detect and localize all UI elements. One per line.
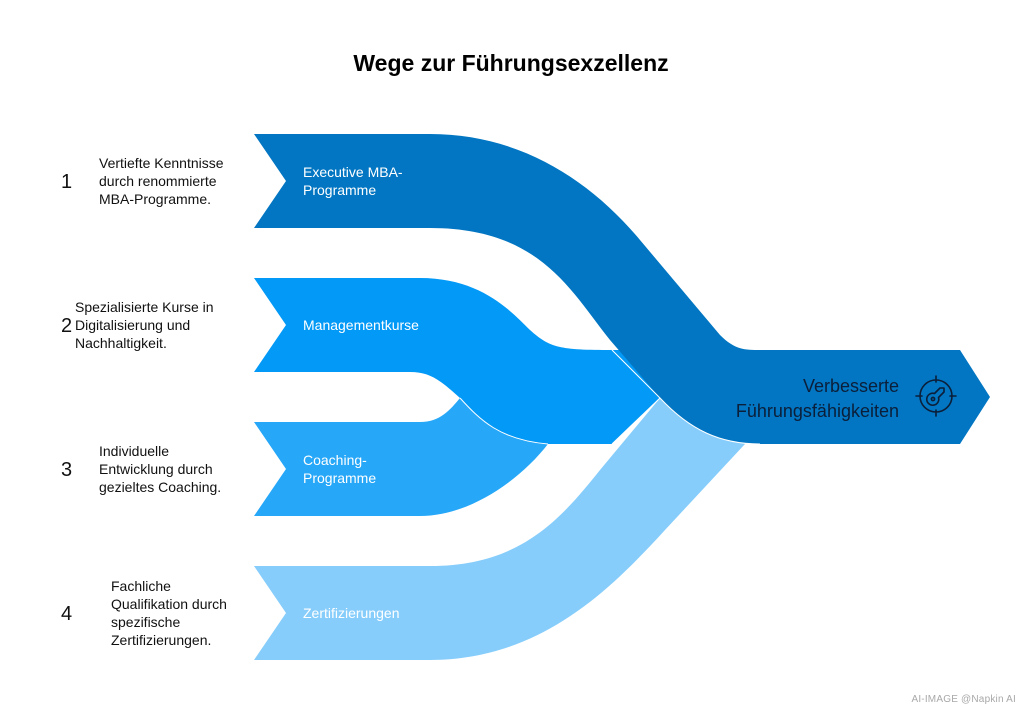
band-label-line: Coaching- xyxy=(303,452,367,468)
band-label-line: Programme xyxy=(303,470,377,486)
description-line: Spezialisierte Kurse in xyxy=(75,299,214,315)
description-line: Individuelle xyxy=(99,443,170,459)
description-line: durch renommierte xyxy=(99,173,217,189)
band-label-line: Zertifizierungen xyxy=(303,605,400,621)
band-label-management: Managementkurse xyxy=(303,316,419,334)
step-description-4: Fachliche Qualifikation durch spezifisch… xyxy=(111,577,227,649)
target-key-icon xyxy=(915,375,957,417)
description-line: Qualifikation durch xyxy=(111,596,227,612)
watermark: AI-IMAGE @Napkin AI xyxy=(911,694,1016,705)
band-label-zertifizierungen: Zertifizierungen xyxy=(303,604,400,622)
description-line: Fachliche xyxy=(111,578,171,594)
step-number-2: 2 xyxy=(61,315,73,337)
description-line: Entwicklung durch xyxy=(99,461,213,477)
step-description-2: Spezialisierte Kurse in Digitalisierung … xyxy=(75,298,214,352)
band-label-executive-mba: Executive MBA- Programme xyxy=(303,163,403,199)
description-line: MBA-Programme. xyxy=(99,191,212,207)
description-line: Vertiefte Kenntnisse xyxy=(99,155,224,171)
step-number-1: 1 xyxy=(61,171,73,193)
band-label-line: Managementkurse xyxy=(303,317,419,333)
outcome-line: Verbesserte xyxy=(802,376,899,396)
description-line: Nachhaltigkeit. xyxy=(75,335,167,351)
seam-line xyxy=(459,397,549,445)
band-label-line: Programme xyxy=(303,182,377,198)
description-line: gezieltes Coaching. xyxy=(99,479,222,495)
outcome-line: Führungsfähigkeiten xyxy=(735,401,899,421)
flow-band-management xyxy=(254,278,660,444)
band-label-coaching: Coaching- Programme xyxy=(303,451,376,487)
step-number-4: 4 xyxy=(61,603,73,625)
diagram-title: Wege zur Führungsexzellenz xyxy=(353,50,669,76)
step-number-3: 3 xyxy=(61,459,73,481)
flow-band-zertifizierungen xyxy=(254,398,745,660)
description-line: spezifische xyxy=(111,614,181,630)
description-line: Zertifizierungen. xyxy=(111,632,212,648)
flow-band-coaching xyxy=(254,398,548,516)
outcome-label: Verbesserte Führungsfähigkeiten xyxy=(736,374,899,424)
flow-band-executive-mba xyxy=(254,134,990,444)
seam-line xyxy=(659,397,761,445)
band-label-line: Executive MBA- xyxy=(303,164,403,180)
description-line: Digitalisierung und xyxy=(75,317,191,333)
step-description-1: Vertiefte Kenntnisse durch renommierte M… xyxy=(99,154,224,208)
step-description-3: Individuelle Entwicklung durch gezieltes… xyxy=(99,442,221,496)
